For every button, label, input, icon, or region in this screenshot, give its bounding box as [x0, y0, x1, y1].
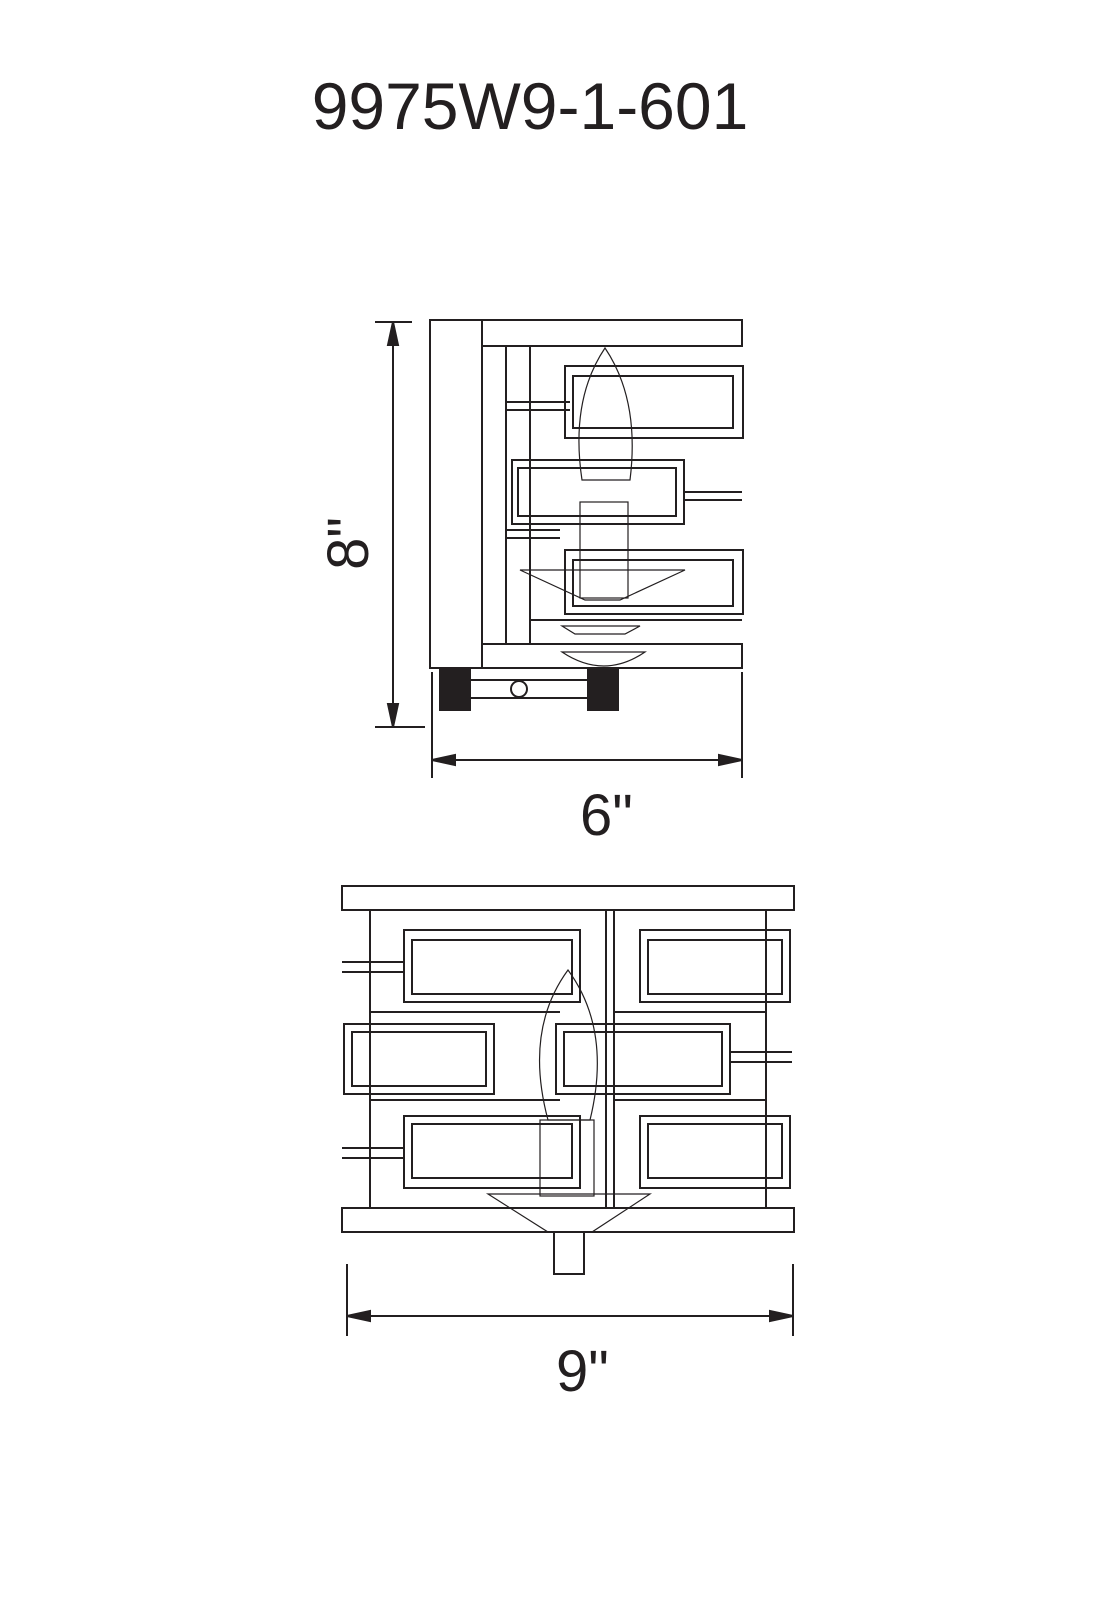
depth-dimension-label: 6"	[580, 783, 633, 848]
front-view-drawing	[341, 885, 795, 1336]
side-view-drawing	[375, 319, 744, 778]
model-number-title: 9975W9-1-601	[311, 69, 749, 143]
height-dimension-label: 8"	[315, 517, 381, 570]
width-dimension-label: 9"	[556, 1339, 609, 1404]
